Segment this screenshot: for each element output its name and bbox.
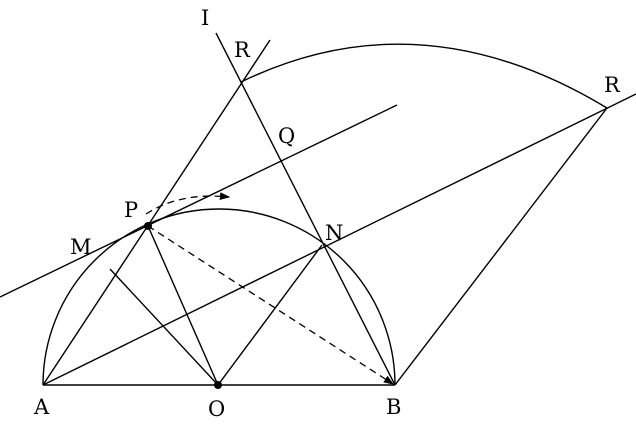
point-P <box>144 222 152 230</box>
label-P: P <box>124 198 138 222</box>
segment-R-B <box>394 107 608 386</box>
segment-M-O <box>109 268 219 386</box>
label-I: I <box>201 6 209 30</box>
line-A-P-R <box>42 39 271 386</box>
line-A-N-R <box>42 93 636 386</box>
point-O <box>214 381 222 389</box>
label-Q: Q <box>278 124 295 148</box>
semicircle-arc <box>42 208 396 386</box>
line-I-B <box>215 32 396 386</box>
arc-R-R <box>240 43 608 109</box>
label-R-right: R <box>604 73 621 97</box>
dashed-segment-P-B <box>147 225 395 385</box>
segment-N-O <box>217 244 323 386</box>
dashed-rotation-arrow <box>145 192 231 215</box>
segment-P-O <box>147 225 219 386</box>
label-B: B <box>386 395 401 419</box>
label-O: O <box>208 397 225 421</box>
label-M: M <box>70 235 92 259</box>
label-A: A <box>33 395 50 419</box>
label-N: N <box>325 221 343 245</box>
label-R-top: R <box>234 38 251 62</box>
tangent-line-P-Q <box>0 104 398 298</box>
